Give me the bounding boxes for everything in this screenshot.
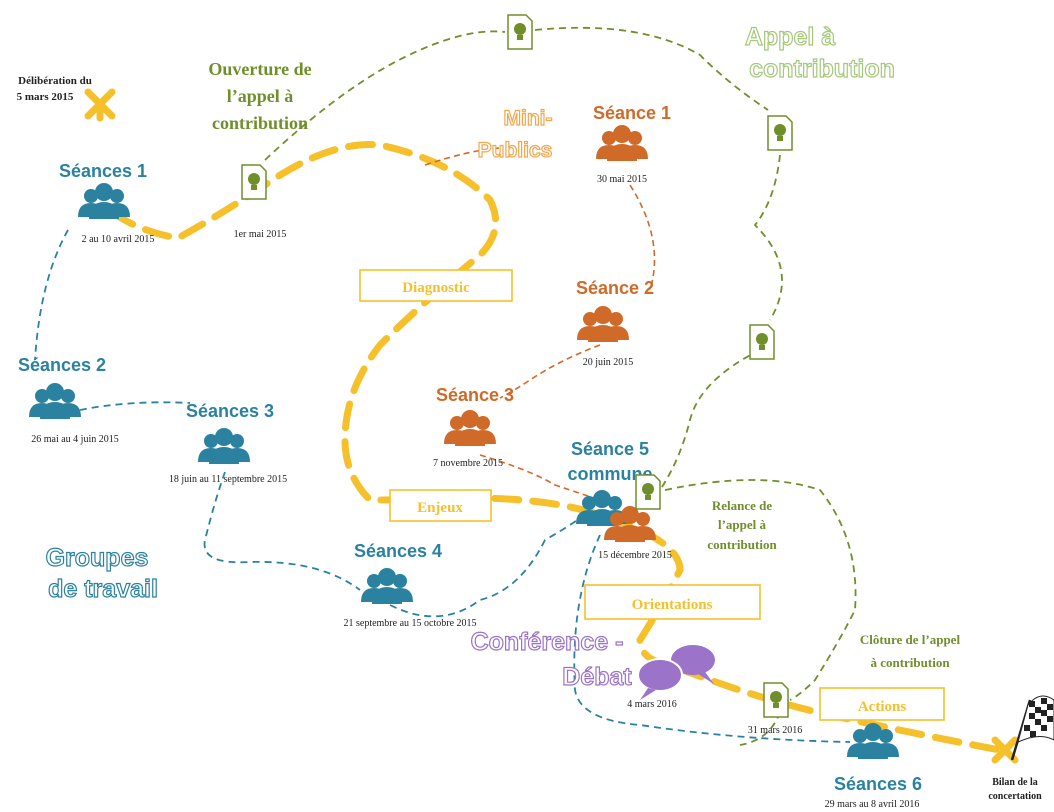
phase-enjeux-box: Enjeux xyxy=(389,489,492,522)
phase-orientations-label: Orientations xyxy=(632,597,713,613)
ouverture-date: 1er mai 2015 xyxy=(234,229,287,240)
ouverture-doc-icon xyxy=(241,164,267,200)
contribution-doc-icon-right xyxy=(767,115,793,151)
start-label-line2: 5 mars 2015 xyxy=(17,91,74,103)
seances2-people-icon xyxy=(29,383,81,419)
mini-publics-path xyxy=(424,147,656,501)
seances6-date: 29 mars au 8 avril 2016 xyxy=(825,799,920,810)
seances1-people-icon xyxy=(78,183,130,219)
phase-orientations-box: Orientations xyxy=(584,584,761,620)
seances6-title: Séances 6 xyxy=(834,774,922,794)
seance5-title-line2: commune xyxy=(567,464,652,484)
conference-date: 4 mars 2016 xyxy=(627,699,676,710)
mini-seance1-date: 30 mai 2015 xyxy=(597,174,647,185)
mini-seance2-people-icon xyxy=(577,306,629,342)
groupes-title-line1: Groupes xyxy=(46,544,149,572)
mini-seance3-date: 7 novembre 2015 xyxy=(433,458,503,469)
cloture-date: 31 mars 2016 xyxy=(748,725,802,736)
contribution-doc-icon-middle xyxy=(749,324,775,360)
ouverture-label-line2: l’appel à xyxy=(227,86,294,106)
groupes-path xyxy=(34,229,851,743)
finish-label-line2: concertation xyxy=(988,791,1042,802)
seances1-date: 2 au 10 avril 2015 xyxy=(82,234,155,245)
seance5-contribution-doc-icon xyxy=(635,474,661,510)
seance5-title-line1: Séance 5 xyxy=(571,439,649,459)
contribution-doc-icon-top xyxy=(507,14,533,50)
contribution-path xyxy=(264,26,857,746)
checkered-flag-icon xyxy=(1010,695,1054,761)
mini-seance1-people-icon xyxy=(596,125,648,161)
appel-title-line2: contribution xyxy=(749,55,895,83)
seances1-title: Séances 1 xyxy=(59,161,147,181)
mini-seance3-people-icon xyxy=(444,410,496,446)
seances6-people-icon xyxy=(847,723,899,759)
seances3-title: Séances 3 xyxy=(186,401,274,421)
seances3-people-icon xyxy=(198,428,250,464)
mini-publics-title-line2: Publics xyxy=(478,139,553,162)
cloture-label-line2: à contribution xyxy=(870,655,950,670)
relance-label-line2: l’appel à xyxy=(718,517,767,532)
seances4-date: 21 septembre au 15 octobre 2015 xyxy=(343,618,476,629)
seances2-date: 26 mai au 4 juin 2015 xyxy=(31,434,119,445)
ouverture-label-line3: contribution xyxy=(212,113,308,133)
mini-seance3-title: Séance 3 xyxy=(436,385,514,405)
finish-label-line1: Bilan de la xyxy=(992,777,1038,788)
conference-title-line1: Conférence - xyxy=(471,628,624,656)
seance5-date: 15 décembre 2015 xyxy=(598,550,672,561)
phase-diagnostic-label: Diagnostic xyxy=(402,280,470,296)
seances3-date: 18 juin au 11 septembre 2015 xyxy=(169,474,287,485)
seances4-title: Séances 4 xyxy=(354,541,442,561)
conference-title-line2: Débat xyxy=(562,663,632,691)
phase-diagnostic-box: Diagnostic xyxy=(359,269,513,302)
cloture-label-line1: Clôture de l’appel xyxy=(860,632,961,647)
start-cross-icon xyxy=(84,88,116,120)
phase-enjeux-label: Enjeux xyxy=(417,500,463,516)
relance-label-line3: contribution xyxy=(707,537,777,552)
cloture-doc-icon xyxy=(763,682,789,718)
phase-actions-label: Actions xyxy=(858,699,906,715)
mini-seance2-date: 20 juin 2015 xyxy=(583,357,634,368)
seances2-title: Séances 2 xyxy=(18,355,106,375)
seances4-people-icon xyxy=(361,568,413,604)
mini-seance1-title: Séance 1 xyxy=(593,103,671,123)
mini-publics-title-line1: Mini- xyxy=(504,107,553,130)
appel-title-line1: Appel à xyxy=(745,23,835,51)
phase-actions-box: Actions xyxy=(819,687,945,721)
mini-seance2-title: Séance 2 xyxy=(576,278,654,298)
groupes-title-line2: de travail xyxy=(48,575,158,603)
conference-bubbles-icon xyxy=(637,645,715,700)
finish-cross-icon xyxy=(991,736,1019,764)
relance-label-line1: Relance de xyxy=(712,498,773,513)
ouverture-label-line1: Ouverture de xyxy=(208,59,311,79)
start-label-line1: Délibération du xyxy=(18,75,92,87)
